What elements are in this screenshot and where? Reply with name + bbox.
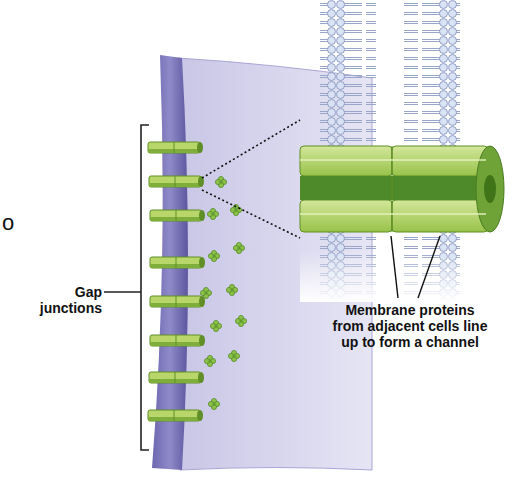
part-label: Gap junctions xyxy=(30,284,102,316)
lipid-bilayers xyxy=(300,0,528,302)
leader-line xyxy=(391,236,398,298)
leader-line xyxy=(418,236,440,298)
callout-label: Membrane proteins from adjacent cells li… xyxy=(332,302,488,350)
zoom-line xyxy=(202,190,300,238)
zoom-line xyxy=(202,120,300,178)
bracket xyxy=(141,125,149,450)
small-molecules xyxy=(200,176,246,409)
gap-junction-channels xyxy=(148,142,205,421)
channel-proteins xyxy=(300,146,504,232)
leader-line xyxy=(104,291,141,292)
fragment-text: o xyxy=(2,210,22,236)
